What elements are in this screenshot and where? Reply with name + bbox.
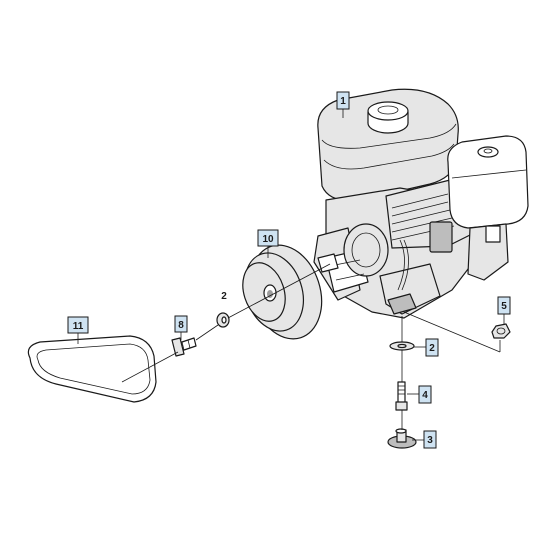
part-engine[interactable] [313, 88, 529, 319]
callout-1[interactable]: 1 [336, 91, 350, 110]
callout-8[interactable]: 8 [174, 315, 188, 333]
part-v-belt[interactable] [27, 335, 157, 403]
callout-1-text: 1 [340, 96, 346, 107]
part-foot-3[interactable] [387, 428, 417, 449]
label-2-upper: 2 [221, 291, 227, 302]
callout-4-text: 4 [422, 390, 428, 401]
leader-lines [77, 109, 505, 441]
part-washer-upper[interactable] [216, 312, 230, 328]
callout-5[interactable]: 5 [497, 296, 511, 315]
callout-4[interactable]: 4 [418, 385, 432, 404]
callout-2-text: 2 [429, 343, 435, 354]
part-bolt-8[interactable] [171, 337, 197, 357]
callout-10-text: 10 [262, 234, 274, 245]
callout-3[interactable]: 3 [423, 430, 437, 449]
callout-10[interactable]: 10 [257, 229, 279, 247]
callout-11[interactable]: 11 [67, 316, 89, 334]
callout-5-text: 5 [501, 301, 507, 312]
callout-11-text: 11 [73, 321, 84, 332]
part-stud-4[interactable] [395, 381, 408, 411]
callout-8-text: 8 [178, 320, 184, 331]
part-nut-5[interactable] [491, 323, 511, 339]
part-washer-lower[interactable] [389, 341, 415, 351]
callout-2[interactable]: 2 [425, 338, 439, 357]
callout-3-text: 3 [427, 435, 433, 446]
part-pulley[interactable] [235, 236, 333, 348]
